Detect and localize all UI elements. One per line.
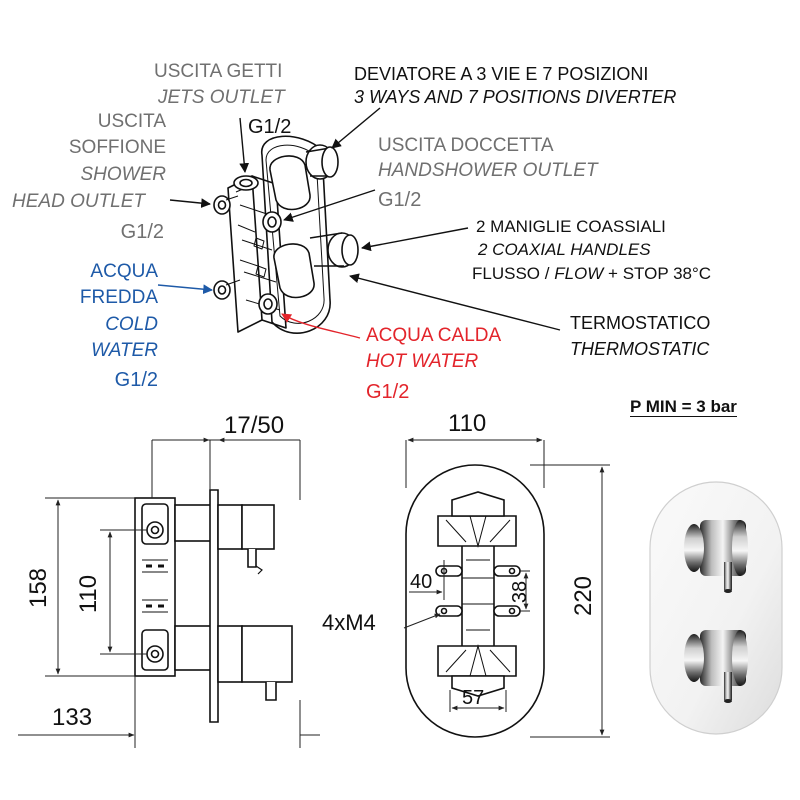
- label-handshower-it: USCITA DOCCETTA: [378, 135, 554, 156]
- side-elevation: [134, 489, 293, 723]
- label-handles-flow-rest: + STOP 38°C: [608, 264, 712, 283]
- label-handshower-size: G1/2: [378, 189, 422, 211]
- label-jets-outlet-en: JETS OUTLET: [158, 87, 285, 108]
- label-hot-water-it: ACQUA CALDA: [366, 325, 502, 346]
- label-thermostatic-en: THERMOSTATIC: [570, 339, 710, 359]
- pressure-note: P MIN = 3 bar: [630, 397, 737, 417]
- label-handles-flow: FLUSSO / FLOW + STOP 38°C: [472, 265, 711, 282]
- label-cold-water-size: G1/2: [114, 369, 158, 391]
- dim-screws: 4xM4: [322, 610, 376, 635]
- label-diverter-it: DEVIATORE A 3 VIE E 7 POSIZIONI: [354, 64, 649, 84]
- dim-bottom-width: 57: [462, 687, 485, 709]
- label-thermostatic-it: TERMOSTATICO: [570, 313, 711, 333]
- product-render: [649, 481, 783, 735]
- label-jets-outlet-it: USCITA GETTI: [154, 61, 283, 82]
- front-dimensions: [403, 437, 610, 738]
- label-shower-head-it1: USCITA: [97, 111, 166, 132]
- label-cold-water-en2: WATER: [91, 340, 158, 361]
- label-hot-water-en: HOT WATER: [366, 351, 479, 372]
- label-cold-water-it1: ACQUA: [90, 261, 158, 282]
- callout-arrows: [157, 107, 561, 339]
- label-handles-en: 2 COAXIAL HANDLES: [478, 240, 651, 259]
- dim-plate-height: 220: [570, 575, 597, 617]
- front-elevation: [405, 464, 545, 738]
- label-diverter-en: 3 WAYS AND 7 POSITIONS DIVERTER: [354, 87, 677, 107]
- label-hot-water-size: G1/2: [366, 381, 410, 403]
- label-handles-it: 2 MANIGLIE COASSIALI: [476, 217, 666, 236]
- label-cold-water-it2: FREDDA: [79, 287, 158, 308]
- label-shower-head-en2: HEAD OUTLET: [12, 191, 146, 212]
- label-shower-head-it2: SOFFIONE: [68, 137, 166, 158]
- dim-height-inner: 110: [75, 574, 102, 614]
- label-handles-flow-en: FLOW: [554, 264, 604, 283]
- dim-hole-spacing-h: 40: [410, 571, 433, 593]
- label-handshower-en: HANDSHOWER OUTLET: [378, 160, 598, 181]
- side-dimensions: [18, 437, 320, 748]
- label-cold-water-en1: COLD: [105, 314, 158, 335]
- dim-body-depth: 133: [52, 704, 93, 731]
- dim-hole-spacing-v: 38: [509, 580, 531, 604]
- dim-plate-width: 110: [448, 410, 487, 437]
- label-handles-flow-it: FLUSSO /: [472, 264, 550, 283]
- dim-depth-range: 17/50: [224, 412, 285, 439]
- label-shower-head-en1: SHOWER: [80, 164, 167, 185]
- label-jets-outlet-size: G1/2: [248, 116, 292, 138]
- label-shower-head-size: G1/2: [120, 221, 164, 243]
- dim-height-total: 158: [25, 567, 52, 609]
- valve-sketch: [213, 135, 359, 334]
